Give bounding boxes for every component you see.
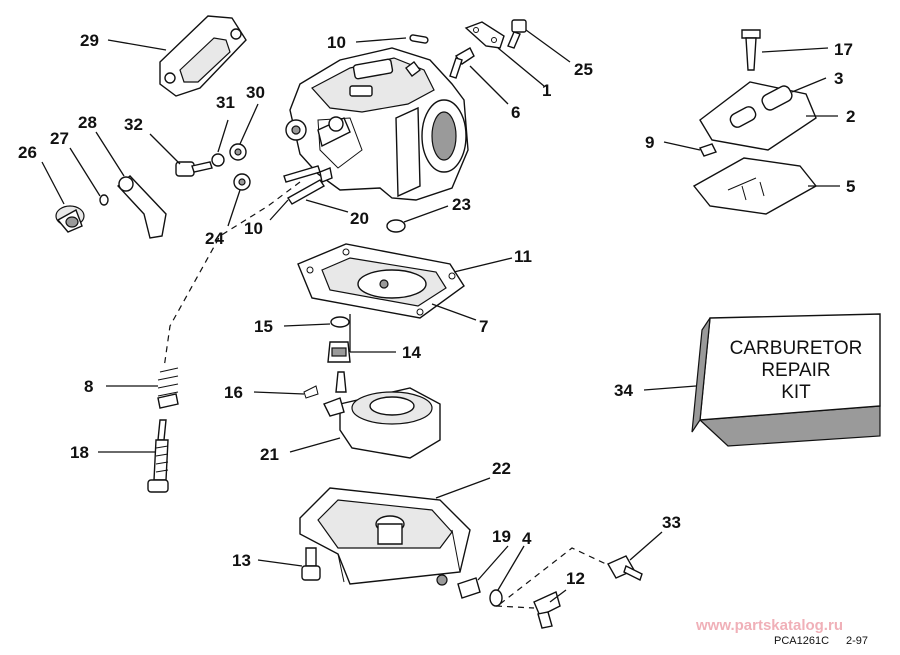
callout-31: 31 xyxy=(216,93,235,112)
bowl-screw-drawing xyxy=(301,547,321,581)
callout-26: 26 xyxy=(18,143,37,162)
callout-29: 29 xyxy=(80,31,99,50)
callout-27: 27 xyxy=(50,129,69,148)
callout-2: 2 xyxy=(846,107,855,126)
callout-16: 16 xyxy=(224,383,243,402)
repair-kit-box: CARBURETOR REPAIR KIT xyxy=(691,313,881,447)
callout-21: 21 xyxy=(260,445,279,464)
drawing-date: 2-97 xyxy=(846,635,868,647)
leader-lines xyxy=(41,29,840,609)
flange-gasket-drawing xyxy=(159,15,247,97)
callout-18: 18 xyxy=(70,443,89,462)
callout-10-top: 10 xyxy=(327,33,346,52)
callout-8: 8 xyxy=(84,377,93,396)
callout-22: 22 xyxy=(492,459,511,478)
callout-numbers: 29 10 25 1 6 17 3 2 9 5 31 30 32 28 27 2… xyxy=(18,31,855,588)
callout-9: 9 xyxy=(645,133,654,152)
callout-14: 14 xyxy=(402,343,421,362)
callout-13: 13 xyxy=(232,551,251,570)
callout-20: 20 xyxy=(350,209,369,228)
cover-gasket-drawing xyxy=(692,157,818,215)
callout-25: 25 xyxy=(574,60,593,79)
linkage-parts-drawing xyxy=(55,143,251,239)
clip-and-screws-drawing xyxy=(449,19,527,79)
lower-pins-drawing xyxy=(283,165,406,233)
callout-12: 12 xyxy=(566,569,585,588)
callout-32: 32 xyxy=(124,115,143,134)
callout-11: 11 xyxy=(514,247,532,266)
drawing-code: PCA1261C xyxy=(774,635,829,647)
float-drawing xyxy=(303,385,441,459)
callout-10-bottom: 10 xyxy=(244,219,263,238)
bowl-gasket-drawing xyxy=(297,243,465,319)
pin-top-drawing xyxy=(409,34,429,44)
callout-1: 1 xyxy=(542,81,551,100)
callout-34: 34 xyxy=(614,381,633,400)
cover-plate-drawing xyxy=(699,29,817,157)
callout-15: 15 xyxy=(254,317,273,336)
callout-24: 24 xyxy=(205,229,224,248)
kit-label-line-2: REPAIR xyxy=(761,360,830,381)
kit-label-line-3: KIT xyxy=(781,382,811,403)
watermark: www.partskatalog.ru xyxy=(695,617,843,634)
callout-17: 17 xyxy=(834,40,853,59)
float-bowl-drawing xyxy=(299,487,471,586)
idle-screw-drawing xyxy=(147,367,179,493)
callout-7: 7 xyxy=(479,317,488,336)
kit-label-line-1: CARBURETOR xyxy=(730,338,863,359)
callout-30: 30 xyxy=(246,83,265,102)
needle-valve-drawing xyxy=(327,316,351,393)
callout-4: 4 xyxy=(522,529,532,548)
drain-parts-drawing xyxy=(457,555,643,629)
callout-5: 5 xyxy=(846,177,855,196)
callout-3: 3 xyxy=(834,69,843,88)
callout-23: 23 xyxy=(452,195,471,214)
callout-28: 28 xyxy=(78,113,97,132)
callout-6: 6 xyxy=(511,103,520,122)
callout-19: 19 xyxy=(492,527,511,546)
carburetor-body-drawing xyxy=(285,47,469,201)
callout-33: 33 xyxy=(662,513,681,532)
